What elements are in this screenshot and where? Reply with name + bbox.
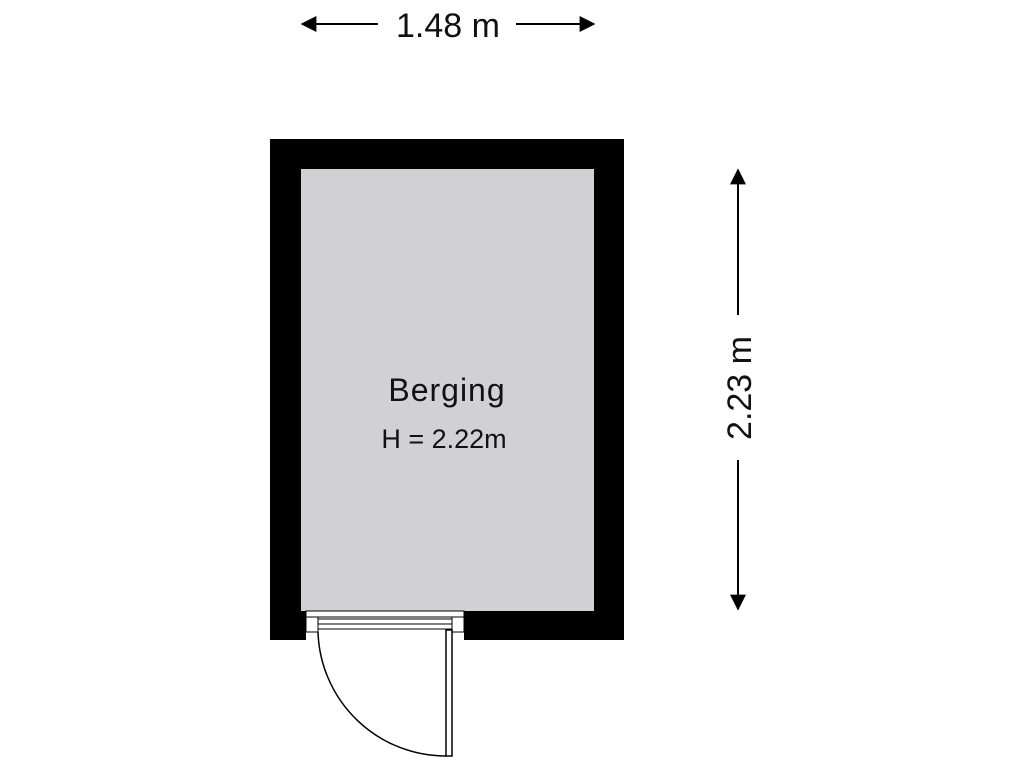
- door-threshold: [305, 610, 465, 618]
- wall-top: [270, 139, 624, 169]
- wall-bottom-right: [464, 611, 624, 640]
- width-dimension: 1.48 m: [300, 7, 596, 45]
- wall-bottom-left: [270, 611, 306, 640]
- door-frame: [305, 610, 465, 633]
- width-label: 1.48 m: [396, 7, 500, 45]
- room-name: Berging: [388, 372, 505, 408]
- door-swing-arc: [317, 631, 447, 757]
- door: [317, 629, 453, 757]
- height-label: 2.23 m: [721, 336, 759, 440]
- wall-left: [270, 139, 301, 640]
- door-jamb-right: [451, 616, 465, 633]
- door-jamb-left: [305, 616, 319, 633]
- walls: [270, 139, 624, 640]
- room-floor: [301, 169, 594, 611]
- height-dimension: 2.23 m: [721, 168, 759, 611]
- wall-right: [594, 139, 624, 640]
- door-leaf: [445, 629, 453, 757]
- room-height: H = 2.22m: [381, 424, 506, 454]
